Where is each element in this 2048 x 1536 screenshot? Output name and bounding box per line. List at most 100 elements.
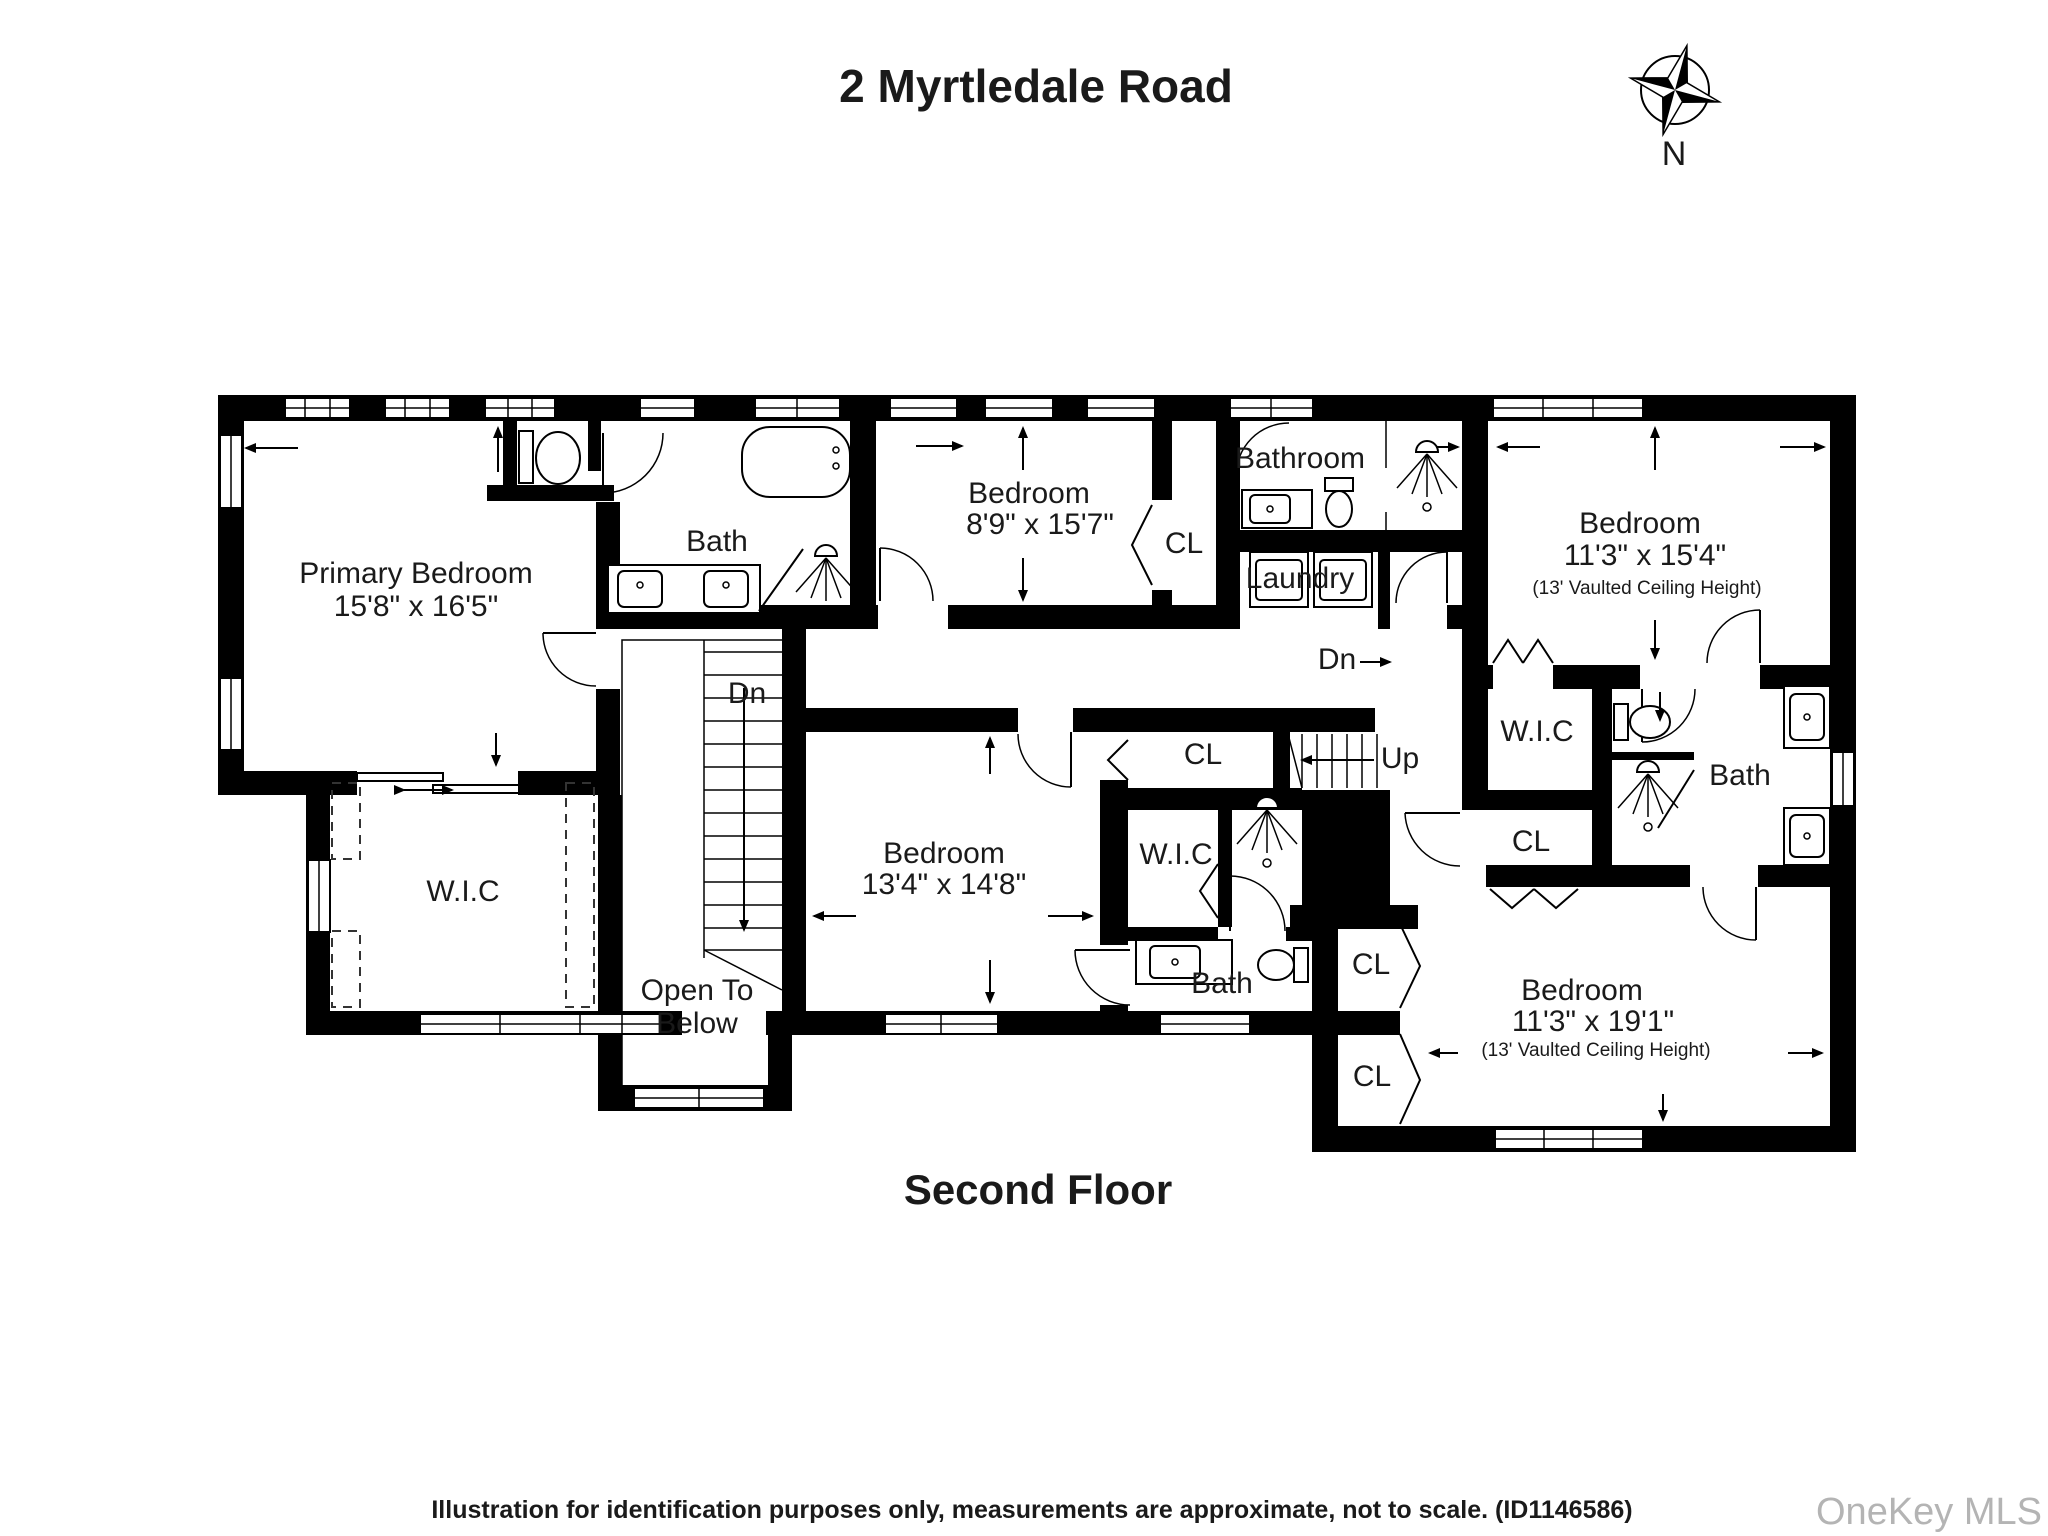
- door: [542, 632, 597, 687]
- window: [419, 1013, 661, 1035]
- window: [889, 397, 958, 419]
- window: [884, 1013, 999, 1035]
- door: [1017, 732, 1072, 788]
- closet-rod-dashes: [331, 782, 595, 1008]
- bedroom-2-closet-label: CL: [1165, 527, 1203, 560]
- stairs-down-hall-label: Dn: [1318, 643, 1356, 676]
- window: [484, 397, 556, 419]
- bedroom-4-dims: 13'4" x 14'8": [862, 868, 1027, 901]
- bifold-door: [1533, 888, 1579, 910]
- bath-bottom-label: Bath: [1191, 967, 1253, 1000]
- bifold-door: [1130, 504, 1153, 586]
- window: [633, 1087, 765, 1109]
- bifold-door: [1522, 638, 1554, 664]
- compass-north-label: N: [1662, 135, 1687, 173]
- window: [219, 434, 243, 509]
- window: [1494, 1128, 1644, 1150]
- doors: [356, 422, 1761, 1125]
- door: [602, 432, 664, 494]
- closet-a-label: CL: [1352, 948, 1390, 981]
- compass-icon: N: [1627, 42, 1723, 173]
- laundry-label: Laundry: [1246, 562, 1354, 595]
- dryer-icon: [1313, 551, 1373, 608]
- bedroom-5-dims: 11'3" x 19'1": [1512, 1005, 1674, 1038]
- closet-door: [1399, 1033, 1422, 1125]
- shower-icon: [758, 544, 857, 616]
- stairs-down-main-label: Dn: [728, 677, 766, 710]
- door: [1395, 551, 1448, 604]
- stairs-up-label: Up: [1381, 742, 1419, 775]
- room-labels: Primary Bedroom 15'8" x 16'5" Bath Bedro…: [299, 442, 1771, 1093]
- page-title: 2 Myrtledale Road: [839, 60, 1233, 112]
- door: [879, 547, 934, 602]
- vanity-sink-icon: [607, 564, 761, 614]
- bifold-door: [1489, 888, 1535, 910]
- window: [307, 859, 331, 933]
- vanity-sink-icon: [1241, 489, 1313, 529]
- bifold-door: [1106, 739, 1129, 781]
- windows: [219, 397, 1855, 1150]
- primary-bedroom-dims: 15'8" x 16'5": [334, 590, 499, 623]
- fixtures: [331, 421, 1831, 1008]
- closet-door: [1399, 923, 1422, 1009]
- toilet-icon: [1613, 703, 1671, 741]
- door: [1229, 875, 1286, 932]
- door: [1706, 609, 1761, 664]
- bedroom-3-note: (13' Vaulted Ceiling Height): [1532, 578, 1761, 599]
- bathroom-label: Bathroom: [1235, 442, 1365, 475]
- window: [1086, 397, 1156, 419]
- closet-door: [1198, 863, 1219, 919]
- door: [1702, 886, 1757, 941]
- vanity-sink-icon: [1135, 939, 1233, 985]
- window: [284, 397, 351, 419]
- dimension-arrows: [244, 426, 1826, 1122]
- hall-closet-label: CL: [1184, 738, 1222, 771]
- window: [1229, 397, 1314, 419]
- window: [639, 397, 696, 419]
- watermark: OneKey MLS: [1816, 1491, 2042, 1533]
- window: [1831, 751, 1855, 807]
- shaft: [1302, 790, 1390, 908]
- closet-right-label: CL: [1512, 825, 1550, 858]
- bedroom-5-label: Bedroom: [1521, 974, 1643, 1007]
- primary-bedroom-label: Primary Bedroom: [299, 557, 532, 590]
- open-to-below-line1: Open To: [641, 974, 754, 1007]
- toilet-icon: [1324, 477, 1354, 528]
- bedroom-2-dims: 8'9" x 15'7": [966, 508, 1114, 541]
- open-to-below-line2: Below: [656, 1007, 738, 1040]
- floor-label: Second Floor: [904, 1166, 1172, 1213]
- bedroom-3-label: Bedroom: [1579, 507, 1701, 540]
- toilet-icon: [1257, 947, 1309, 983]
- bedroom-2-label: Bedroom: [968, 477, 1090, 510]
- window: [1159, 1013, 1251, 1035]
- shower-icon: [1617, 760, 1695, 832]
- bathtub-icon: [741, 426, 851, 498]
- shower-icon: [1396, 440, 1458, 512]
- vanity-sink-icon: [1783, 807, 1831, 866]
- toilet-icon: [518, 430, 581, 485]
- bedroom-4-label: Bedroom: [883, 837, 1005, 870]
- stairs-up: [1287, 733, 1378, 789]
- disclaimer-text: Illustration for identification purposes…: [431, 1496, 1632, 1524]
- window: [219, 677, 243, 751]
- stairs-down: [621, 639, 783, 1085]
- bifold-door: [1492, 638, 1524, 664]
- washer-icon: [1249, 551, 1309, 608]
- window: [754, 397, 841, 419]
- bedroom-3-dims: 11'3" x 15'4": [1564, 539, 1726, 572]
- wic-left-label: W.I.C: [426, 875, 499, 908]
- window: [984, 397, 1054, 419]
- door: [1235, 422, 1290, 477]
- bedroom-5-note: (13' Vaulted Ceiling Height): [1481, 1040, 1710, 1061]
- wic-right-label: W.I.C: [1500, 715, 1573, 748]
- closet-b-label: CL: [1353, 1060, 1391, 1093]
- window: [1492, 397, 1644, 419]
- door: [1404, 812, 1461, 867]
- door: [1074, 949, 1131, 1006]
- vanity-sink-icon: [1783, 685, 1831, 749]
- primary-bath-label: Bath: [686, 525, 748, 558]
- wic-middle-label: W.I.C: [1139, 838, 1212, 871]
- bath-right-label: Bath: [1709, 759, 1771, 792]
